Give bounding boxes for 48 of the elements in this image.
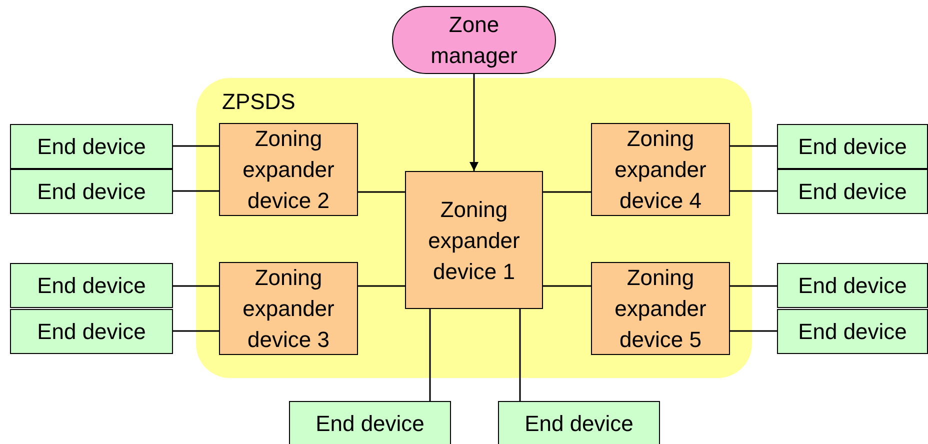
connector-line [730, 330, 777, 332]
device-box [777, 124, 928, 169]
device-box [498, 401, 660, 444]
node-label: Zoning expander device 5 [614, 264, 708, 354]
connector-line [358, 191, 405, 193]
node-label: End device [37, 318, 146, 346]
node-label: End device [798, 133, 907, 161]
connector-line [173, 145, 219, 147]
connector-line [429, 309, 431, 401]
connector-line [173, 285, 219, 287]
expander-box [219, 123, 358, 216]
device-box [10, 124, 173, 169]
device-box [777, 263, 928, 308]
connector-line [543, 191, 591, 193]
node-label: Zoning expander device 2 [242, 125, 336, 215]
node-label: End device [316, 410, 424, 438]
connector-line [173, 330, 219, 332]
device-box [289, 401, 451, 444]
connector-line [358, 285, 405, 287]
expander-box [219, 262, 358, 355]
device-box [10, 263, 173, 308]
arrow [470, 74, 478, 171]
node-label: End device [37, 133, 146, 161]
node-label: End device [524, 410, 634, 438]
connector-line [730, 285, 777, 287]
node-label: End device [798, 272, 907, 300]
node-label: Zoning expander device 1 [427, 196, 521, 286]
expander-box [591, 262, 730, 355]
node-label: End device [37, 272, 146, 300]
node-label: Zone manager [430, 11, 518, 70]
zone-region [196, 78, 752, 378]
expander-box [591, 123, 730, 216]
region-label: ZPSDS [222, 88, 296, 116]
device-box [777, 309, 928, 354]
device-box [10, 309, 173, 354]
connector-line [730, 145, 777, 147]
expander-box [405, 171, 543, 309]
node-label: End device [798, 318, 907, 346]
connector-line [543, 285, 591, 287]
connector-line [519, 309, 521, 401]
node-label: End device [798, 178, 907, 206]
node-label: End device [37, 178, 146, 206]
connector-line [173, 190, 219, 192]
connector-line [730, 190, 777, 192]
device-box [10, 169, 173, 214]
node-label: Zoning expander device 4 [614, 125, 708, 215]
device-box [777, 169, 928, 214]
node-label: Zoning expander device 3 [242, 264, 336, 354]
